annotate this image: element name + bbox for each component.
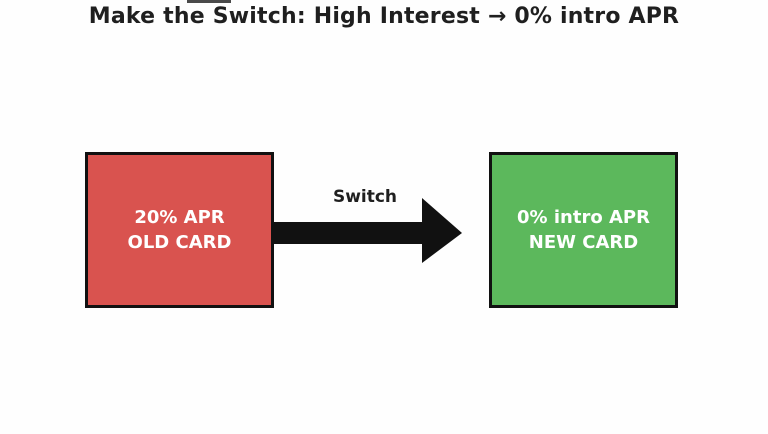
diagram-title: Make the Switch: High Interest → 0% intr… [88, 4, 680, 29]
old-card-name-label: OLD CARD [127, 232, 232, 253]
new-card-name-label: NEW CARD [528, 232, 639, 253]
old-card-rate-label: 20% APR [134, 206, 225, 228]
new-card-rate-label: 0% intro APR [517, 206, 650, 228]
arrow-head [422, 198, 462, 263]
old-card-box: 20% APR OLD CARD [85, 152, 274, 308]
switch-arrow-icon [272, 198, 462, 263]
arrow-shaft [272, 222, 423, 244]
top-edge-cropped-artifact [187, 0, 231, 3]
arrow-label: Switch [332, 187, 398, 207]
new-card-box: 0% intro APR NEW CARD [489, 152, 678, 308]
